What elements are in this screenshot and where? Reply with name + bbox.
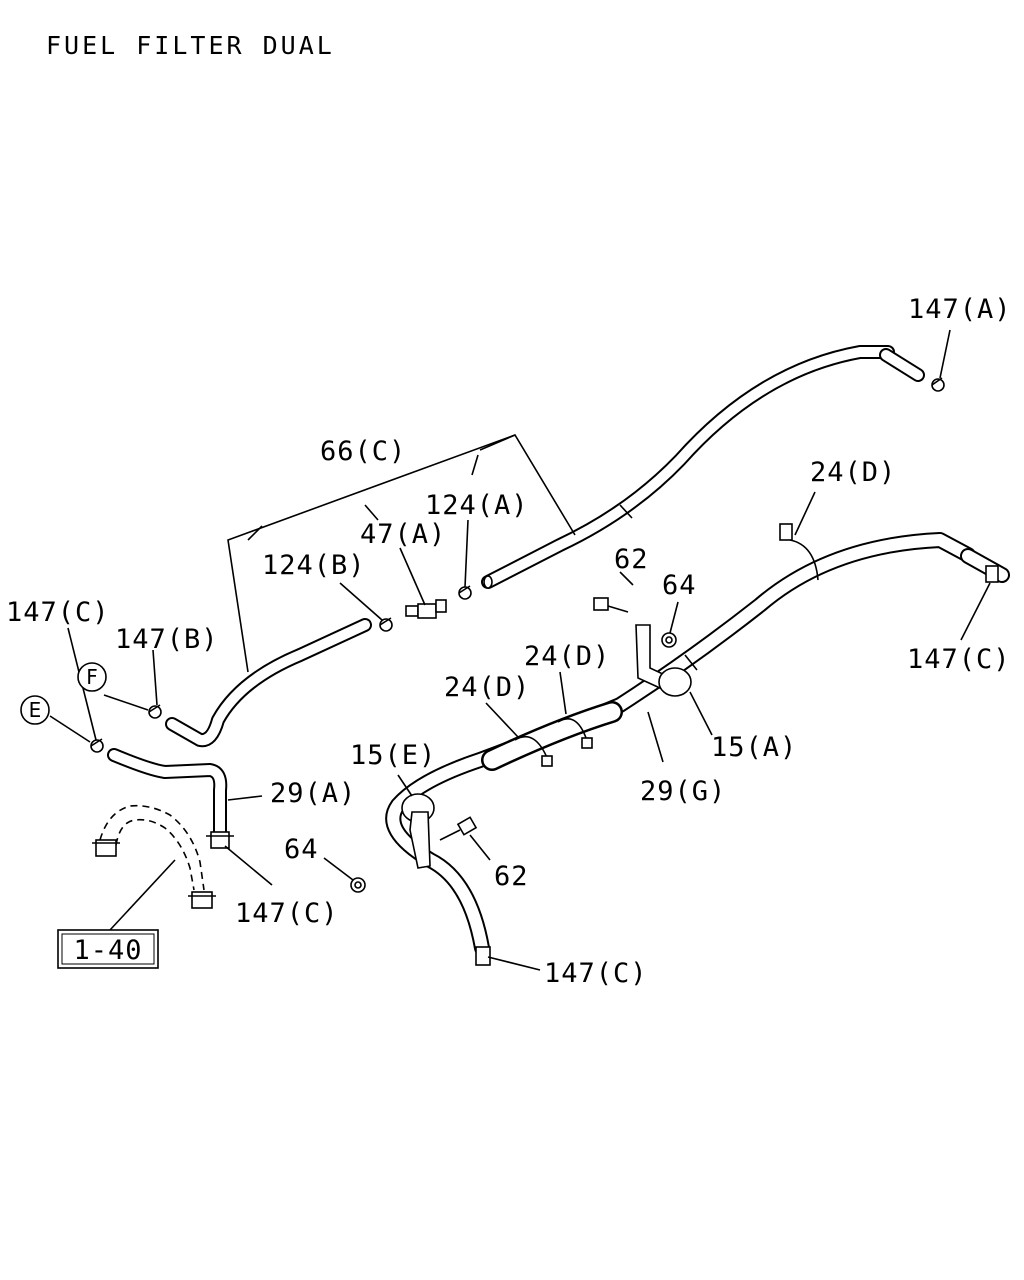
diagram-title: FUEL FILTER DUAL [46,31,335,60]
reference-hose-1-40 [92,804,216,909]
callout-147c-mid: 147(C) [235,898,339,929]
reference-box: 1-40 [57,929,159,969]
hose-protective-sleeve [481,701,623,771]
callout-29a: 29(A) [270,778,356,809]
callout-62-top: 62 [614,544,649,575]
hose-clamp-124a [458,585,472,600]
callout-15a: 15(A) [711,732,797,763]
callout-64-bottom: 64 [284,834,319,865]
callout-15e: 15(E) [350,740,436,771]
hose-clamp-24d-top [779,523,819,581]
leader-lines [49,329,991,971]
callout-24d-left: 24(D) [444,672,530,703]
callout-147b: 147(B) [115,624,219,655]
callout-124a: 124(A) [425,490,529,521]
reference-box-text: 1-40 [73,935,142,966]
callout-147a: 147(A) [908,294,1012,325]
bracket-15a [635,624,692,697]
circle-marker-e-text: E [29,698,42,722]
fitting-147c-right [985,565,999,583]
upper-fuel-hose [481,345,925,589]
fuel-hose-29a [107,748,234,849]
connector-47a [405,599,447,619]
bracket-15e [401,793,435,869]
bolt-62-top [593,597,629,613]
hose-clamp-24d-mid [557,718,593,749]
hose-clamp-24d-left [514,735,553,767]
nut-64-bottom [350,877,366,893]
circle-marker-e: E [20,695,50,725]
hose-clamp-147a [931,377,945,392]
callout-147c-right: 147(C) [907,644,1011,675]
callout-124b: 124(B) [262,550,366,581]
circle-marker-f: F [77,662,107,692]
callout-147c-left: 147(C) [6,597,110,628]
callout-24d-top: 24(D) [810,457,896,488]
callout-62-bottom: 62 [494,861,529,892]
callout-66c: 66(C) [320,436,406,467]
circle-marker-f-text: F [86,665,98,689]
hose-clamp-147b [148,704,162,719]
callout-147c-bottom: 147(C) [544,958,648,989]
callout-64-top: 64 [662,570,697,601]
hose-clamp-124b [379,617,393,632]
hose-kit-bracket [227,434,576,673]
callout-29g: 29(G) [640,776,726,807]
callout-24d-mid: 24(D) [524,641,610,672]
left-fuel-hose-b [165,618,372,748]
callout-47a: 47(A) [360,519,446,550]
nut-64-top [661,632,677,648]
hose-clamp-147c-left [90,738,104,753]
bolt-62-bottom [439,816,478,841]
